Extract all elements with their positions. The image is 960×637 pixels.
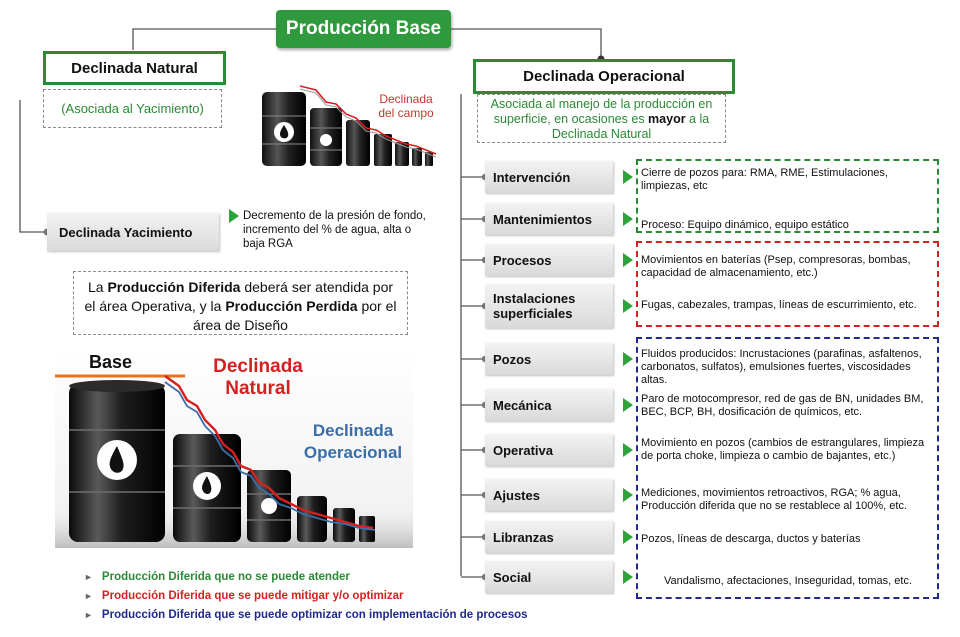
item-desc: Mediciones, movimientos retroactivos, RG… bbox=[641, 487, 907, 512]
produccion-base-node: Producción Base bbox=[276, 10, 451, 48]
triangle-bullet-icon: ► bbox=[84, 571, 93, 582]
statement-box: La Producción Diferida deberá ser atendi… bbox=[73, 271, 408, 335]
declinada-natural-title: Declinada Natural bbox=[71, 59, 198, 77]
operacional-note-end: a la Declinada Natural bbox=[551, 112, 710, 141]
statement-text-2: deberá ser atendida por el área Operativ… bbox=[84, 279, 394, 314]
declinada-operacional-title: Declinada Operacional bbox=[523, 68, 685, 85]
item-desc: Cierre de pozos para: RMA, RME, Estimula… bbox=[641, 167, 888, 192]
item-4: Instalaciones superficiales bbox=[485, 284, 613, 328]
arrow-right-icon bbox=[623, 253, 633, 267]
item-label: Social bbox=[493, 569, 532, 585]
arrow-right-icon bbox=[623, 443, 633, 457]
item-1: Intervención bbox=[485, 161, 613, 193]
arrow-right-icon bbox=[229, 209, 239, 223]
arrow-right-icon bbox=[623, 352, 633, 366]
group-red-frame bbox=[636, 241, 939, 327]
declinada-yacimiento-label: Declinada Yacimiento bbox=[59, 224, 193, 240]
legend-item-green: ► Producción Diferida que no se puede at… bbox=[84, 567, 604, 586]
natural-label-line-1: Declinada bbox=[213, 356, 303, 377]
declinada-natural-image-label: Declinada Natural bbox=[203, 356, 313, 400]
triangle-bullet-icon: ► bbox=[84, 609, 93, 620]
item-desc: Pozos, líneas de descarga, ductos y bate… bbox=[641, 533, 861, 545]
legend-item-blue: ► Producción Diferida que se puede optim… bbox=[84, 605, 604, 624]
item-6: Mecánica bbox=[485, 389, 613, 421]
item-7: Operativa bbox=[485, 434, 613, 466]
item-label: Mecánica bbox=[493, 397, 552, 413]
declinada-campo-label: Declinada del campo bbox=[378, 92, 434, 120]
arrow-right-icon bbox=[623, 299, 633, 313]
declinada-natural-node: Declinada Natural bbox=[43, 51, 226, 85]
item-label: Operativa bbox=[493, 442, 553, 458]
item-desc: Paro de motocompresor, red de gas de BN,… bbox=[641, 393, 924, 418]
natural-label-line-2: Natural bbox=[225, 378, 291, 399]
item-desc: Fluidos producidos: Incrustaciones (para… bbox=[641, 348, 922, 386]
statement-bold-1: Producción Diferida bbox=[107, 279, 241, 295]
operacional-note-bold: mayor bbox=[648, 112, 686, 126]
arrow-right-icon bbox=[623, 488, 633, 502]
item-3: Procesos bbox=[485, 244, 613, 276]
group-green-frame bbox=[636, 159, 939, 233]
statement-bold-2: Producción Perdida bbox=[225, 298, 358, 314]
legend-text-red: Producción Diferida que se puede mitigar… bbox=[101, 589, 404, 602]
operacional-note-box: Asociada al manejo de la producción en s… bbox=[477, 94, 726, 143]
item-9: Libranzas bbox=[485, 521, 613, 553]
arrow-right-icon bbox=[623, 170, 633, 184]
legend-text-blue: Producción Diferida que se puede optimiz… bbox=[101, 608, 528, 621]
item-2: Mantenimientos bbox=[485, 203, 613, 235]
legend-text-green: Producción Diferida que no se puede aten… bbox=[101, 570, 350, 583]
base-label: Base bbox=[89, 352, 133, 372]
item-desc: Fugas, cabezales, trampas, líneas de esc… bbox=[641, 299, 917, 311]
oper-label-line-1: Declinada bbox=[312, 421, 394, 440]
declinada-yacimiento-desc: Decremento de la presión de fondo, incre… bbox=[243, 210, 426, 250]
item-8: Ajustes bbox=[485, 479, 613, 511]
item-10: Social bbox=[485, 561, 613, 593]
arrow-right-icon bbox=[623, 398, 633, 412]
small-barrels-image: Declinada del campo bbox=[256, 80, 442, 172]
item-label: Instalaciones superficiales bbox=[493, 291, 576, 321]
item-desc: Vandalismo, afectaciones, Inseguridad, t… bbox=[663, 575, 913, 587]
item-label: Intervención bbox=[493, 169, 571, 185]
operacional-note-text: Asociada al manejo de la producción en s… bbox=[490, 97, 713, 126]
arrow-right-icon bbox=[623, 212, 633, 226]
big-barrels-image: Base Declinada Natural Declinada Operaci… bbox=[55, 348, 413, 548]
item-label: Libranzas bbox=[493, 529, 554, 545]
triangle-bullet-icon: ► bbox=[84, 590, 93, 601]
item-label: Procesos bbox=[493, 252, 552, 268]
item-desc: Movimiento en pozos (cambios de estrangu… bbox=[641, 437, 925, 462]
legend: ► Producción Diferida que no se puede at… bbox=[84, 567, 604, 624]
statement-text-3: por el área de Diseño bbox=[193, 298, 397, 333]
arrow-right-icon bbox=[623, 530, 633, 544]
natural-note-box: (Asociada al Yacimiento) bbox=[43, 89, 222, 128]
oper-label-line-2: Operacional bbox=[303, 443, 403, 462]
item-desc: Movimientos en baterías (Psep, compresor… bbox=[641, 254, 911, 279]
arrow-right-icon bbox=[623, 570, 633, 584]
item-desc: Proceso: Equipo dinámico, equipo estátic… bbox=[641, 219, 849, 231]
declinada-yacimiento-item: Declinada Yacimiento bbox=[47, 213, 219, 251]
item-label: Pozos bbox=[493, 351, 532, 367]
item-label: Mantenimientos bbox=[493, 211, 592, 227]
item-5: Pozos bbox=[485, 343, 613, 375]
group-blue-frame bbox=[636, 337, 939, 599]
declinada-operacional-node: Declinada Operacional bbox=[473, 59, 735, 94]
statement-text-1: La bbox=[87, 279, 108, 295]
item-label: Ajustes bbox=[493, 487, 540, 503]
root-label: Producción Base bbox=[285, 18, 442, 39]
natural-note: (Asociada al Yacimiento) bbox=[61, 101, 204, 116]
declinada-operacional-image-label: Declinada Operacional bbox=[293, 420, 413, 464]
legend-item-red: ► Producción Diferida que se puede mitig… bbox=[84, 586, 604, 605]
